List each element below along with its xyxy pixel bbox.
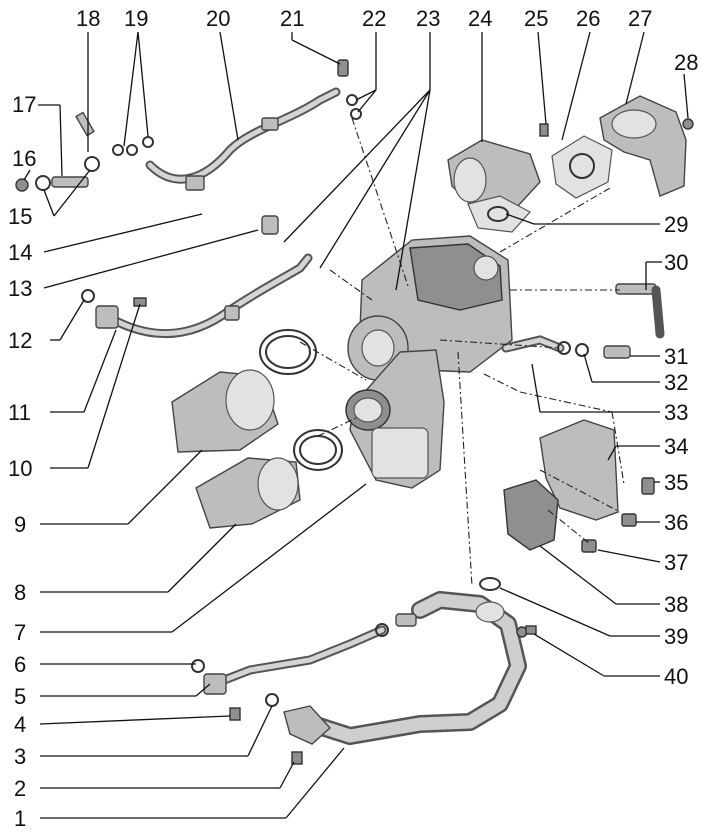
leader-lines <box>23 31 689 819</box>
callout-16: 16 <box>12 146 36 171</box>
callout-21: 21 <box>280 6 304 31</box>
callout-14: 14 <box>8 240 32 265</box>
callout-9: 9 <box>14 512 26 537</box>
callout-11: 11 <box>8 400 31 425</box>
callout-34: 34 <box>664 434 688 459</box>
callout-6: 6 <box>14 652 26 677</box>
callout-28: 28 <box>674 50 698 75</box>
exhaust-flange <box>551 95 694 199</box>
callout-38: 38 <box>664 592 688 617</box>
callout-27: 27 <box>628 6 652 31</box>
callout-3: 3 <box>14 744 26 769</box>
oil-supply-line <box>145 87 341 191</box>
bolts-top-center <box>337 59 362 120</box>
callout-37: 37 <box>664 550 688 575</box>
callout-5: 5 <box>14 684 26 709</box>
callout-35: 35 <box>664 470 688 495</box>
callout-13: 13 <box>8 276 32 301</box>
callout-12: 12 <box>8 328 32 353</box>
coolant-pipe-right <box>501 335 631 359</box>
exhaust-elbow <box>447 123 549 233</box>
callout-24: 24 <box>468 6 492 31</box>
callout-26: 26 <box>576 6 600 31</box>
callout-4: 4 <box>14 712 26 737</box>
turbocharger <box>345 235 513 489</box>
callout-19: 19 <box>124 6 148 31</box>
banjo-fittings-left <box>15 111 154 192</box>
callout-20: 20 <box>206 6 230 31</box>
callout-7: 7 <box>14 620 26 645</box>
callout-labels: 18 19 20 21 22 23 24 25 26 27 28 17 16 1… <box>8 6 698 831</box>
assembly-lines <box>299 117 625 587</box>
callout-22: 22 <box>362 6 386 31</box>
callout-8: 8 <box>14 580 26 605</box>
callout-17: 17 <box>12 92 36 117</box>
callout-39: 39 <box>664 624 688 649</box>
callout-10: 10 <box>8 456 32 481</box>
callout-33: 33 <box>664 400 688 425</box>
callout-36: 36 <box>664 510 688 535</box>
callout-40: 40 <box>664 664 688 689</box>
intake-hoses <box>171 369 301 529</box>
callout-2: 2 <box>14 776 26 801</box>
callout-25: 25 <box>524 6 548 31</box>
callout-18: 18 <box>76 6 100 31</box>
callout-29: 29 <box>664 212 688 237</box>
oil-return-line <box>81 215 313 338</box>
callout-30: 30 <box>664 250 688 275</box>
sensor <box>615 283 665 339</box>
callout-32: 32 <box>664 370 688 395</box>
callout-15: 15 <box>8 204 32 229</box>
callout-31: 31 <box>664 344 688 369</box>
callout-1: 1 <box>14 806 26 831</box>
heat-shield-and-bracket <box>503 419 655 553</box>
bottom-lines <box>191 577 537 765</box>
callout-23: 23 <box>416 6 440 31</box>
